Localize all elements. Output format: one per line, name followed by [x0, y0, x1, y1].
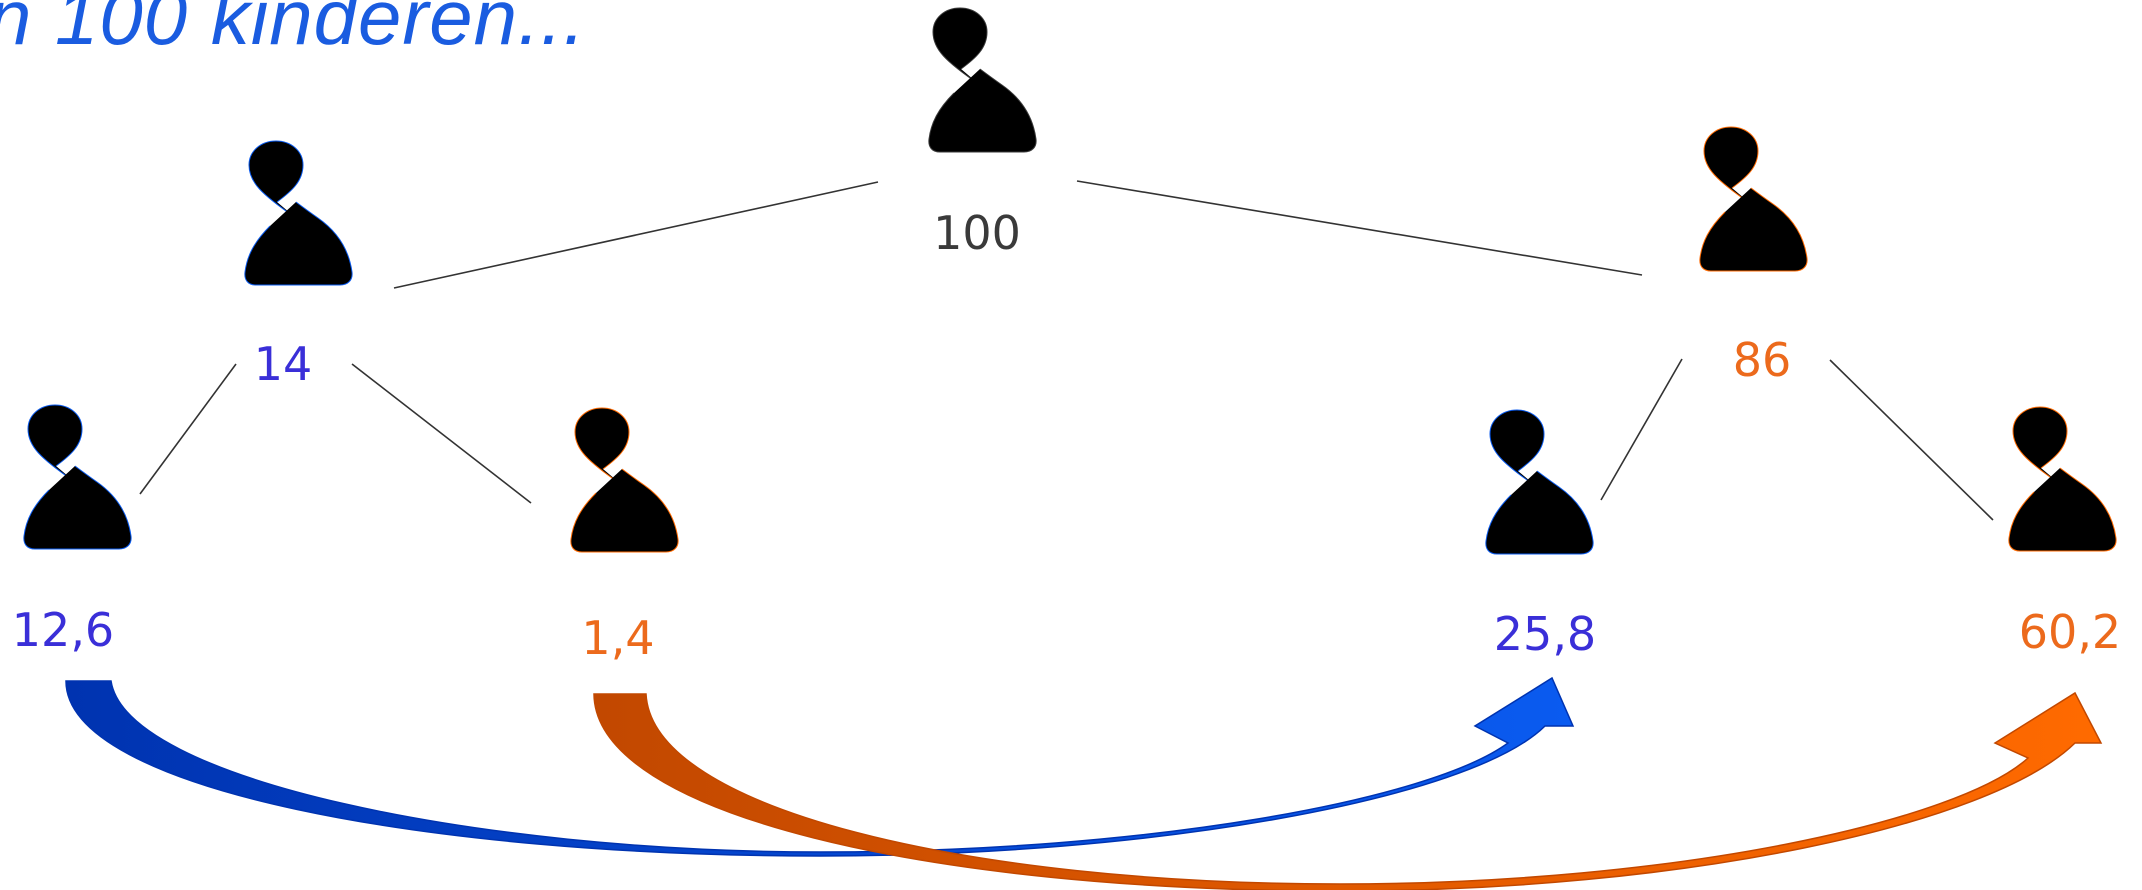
label-root: 100: [933, 206, 1021, 260]
edge-root-14: [393, 181, 879, 289]
arrow-1-4-to-60-2: [593, 691, 2103, 890]
label-86: 86: [1733, 333, 1792, 387]
person-icon-86: [1699, 126, 1808, 272]
person-icon-root: [928, 7, 1037, 153]
label-60-2: 60,2: [2019, 605, 2121, 659]
tree-edges: [139, 180, 1994, 521]
label-14: 14: [254, 337, 313, 391]
person-icon-60-2: [2008, 406, 2117, 552]
person-icon-14: [244, 140, 353, 286]
label-1-4: 1,4: [581, 611, 654, 665]
edge-14-12-6: [139, 363, 237, 495]
person-icon-12-6: [23, 404, 132, 550]
edge-14-1-4: [351, 363, 532, 504]
diagram-title: n 100 kinderen...: [0, 0, 587, 61]
label-12-6: 12,6: [12, 603, 114, 657]
edge-root-86: [1076, 180, 1643, 276]
edge-86-60-2: [1829, 359, 1994, 521]
person-icon-1-4: [570, 407, 679, 553]
label-25-8: 25,8: [1494, 607, 1596, 661]
edge-86-25-8: [1600, 358, 1683, 501]
person-icon-25-8: [1485, 409, 1594, 555]
arrow-12-6-to-25-8: [65, 676, 1575, 857]
